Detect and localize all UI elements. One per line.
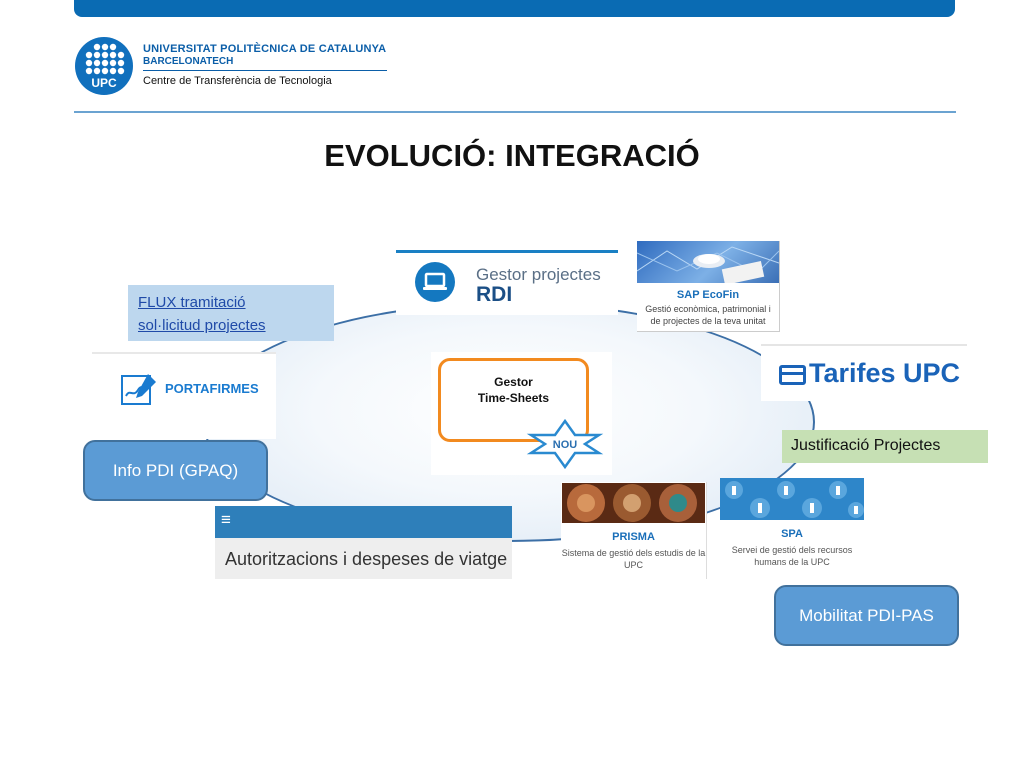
time-sheets-label: Gestor Time-Sheets bbox=[438, 374, 589, 406]
signature-pen-icon bbox=[118, 368, 162, 408]
header-underline bbox=[143, 70, 387, 71]
sap-ecofin-title: SAP EcoFin bbox=[676, 289, 740, 301]
upc-logo-graphic: UPC bbox=[85, 43, 125, 90]
tarifes-upc-label: Tarifes UPC bbox=[809, 358, 961, 388]
sap-ecofin-image bbox=[636, 241, 780, 285]
top-banner bbox=[74, 0, 955, 17]
prisma-card[interactable]: PRISMA Sistema de gestió dels estudis de… bbox=[561, 482, 707, 579]
spa-description: Servei de gestió dels recursos humans de… bbox=[731, 545, 853, 567]
university-name: UNIVERSITAT POLITÈCNICA DE CATALUNYA bbox=[143, 43, 387, 55]
mobilitat-pdi-pas-button[interactable]: Mobilitat PDI-PAS bbox=[774, 585, 959, 646]
nou-badge-text: NOU bbox=[553, 439, 578, 451]
justificacio-projectes-label: Justificació Projectes bbox=[791, 437, 941, 454]
nou-star-badge: NOU bbox=[525, 418, 605, 470]
header-divider bbox=[74, 111, 956, 113]
spa-card[interactable]: SPA Servei de gestió dels recursos human… bbox=[720, 478, 864, 579]
laptop-icon bbox=[415, 262, 455, 302]
gestor-rdi-label: RDI bbox=[476, 283, 513, 306]
gestor-projectes-label: Gestor projectes bbox=[476, 265, 601, 284]
portafirmes-label: PORTAFIRMES bbox=[165, 381, 259, 396]
autoritzacions-label: Autoritzacions i despeses de viatge bbox=[225, 549, 508, 569]
sap-ecofin-description: Gestió econòmica, patrimonial i de proje… bbox=[645, 304, 771, 326]
spa-image bbox=[720, 478, 864, 520]
university-subtitle: BARCELONATECH bbox=[143, 56, 234, 67]
time-sheets-line2: Time-Sheets bbox=[477, 391, 550, 405]
time-sheets-frame bbox=[438, 358, 589, 442]
upc-logo: UPC bbox=[75, 37, 133, 95]
card-icon-stripe bbox=[782, 372, 803, 375]
autoritzacions-header-bar: ≡ bbox=[215, 506, 512, 538]
flux-line2: sol·licitud projectes bbox=[138, 317, 266, 334]
card-icon bbox=[779, 365, 806, 385]
info-pdi-button[interactable]: Info PDI (GPAQ) bbox=[83, 440, 268, 501]
prisma-description: Sistema de gestió dels estudis de la UPC bbox=[561, 548, 706, 570]
flux-line1: FLUX tramitació bbox=[138, 294, 246, 311]
mobilitat-pdi-pas-label: Mobilitat PDI-PAS bbox=[799, 606, 934, 625]
gestor-time-sheets-card[interactable]: Gestor Time-Sheets NOU bbox=[431, 352, 612, 475]
info-pdi-label: Info PDI (GPAQ) bbox=[112, 461, 239, 480]
hamburger-menu-icon[interactable]: ≡ bbox=[221, 510, 231, 529]
flux-tramitacio-link[interactable]: FLUX tramitació sol·licitud projectes bbox=[138, 291, 266, 337]
gestor-projectes-rdi-card[interactable]: Gestor projectes RDI bbox=[396, 250, 618, 315]
flux-tramitacio-box[interactable]: FLUX tramitació sol·licitud projectes bbox=[128, 285, 334, 341]
time-sheets-line1: Gestor bbox=[494, 375, 533, 389]
autoritzacions-card[interactable]: ≡ Autoritzacions i despeses de viatge bbox=[215, 506, 512, 579]
portafirmes-card[interactable]: PORTAFIRMES bbox=[92, 352, 276, 439]
centre-name: Centre de Transferència de Tecnologia bbox=[143, 75, 332, 87]
sap-ecofin-card[interactable]: SAP EcoFin Gestió econòmica, patrimonial… bbox=[636, 241, 780, 332]
spa-title: SPA bbox=[781, 528, 803, 540]
logo-text: UPC bbox=[91, 76, 117, 90]
slide-title: EVOLUCIÓ: INTEGRACIÓ bbox=[324, 138, 700, 173]
tarifes-upc-card[interactable]: Tarifes UPC bbox=[761, 344, 967, 401]
justificacio-projectes-box[interactable]: Justificació Projectes bbox=[782, 430, 988, 463]
prisma-image bbox=[562, 483, 705, 523]
prisma-title: PRISMA bbox=[612, 531, 655, 543]
